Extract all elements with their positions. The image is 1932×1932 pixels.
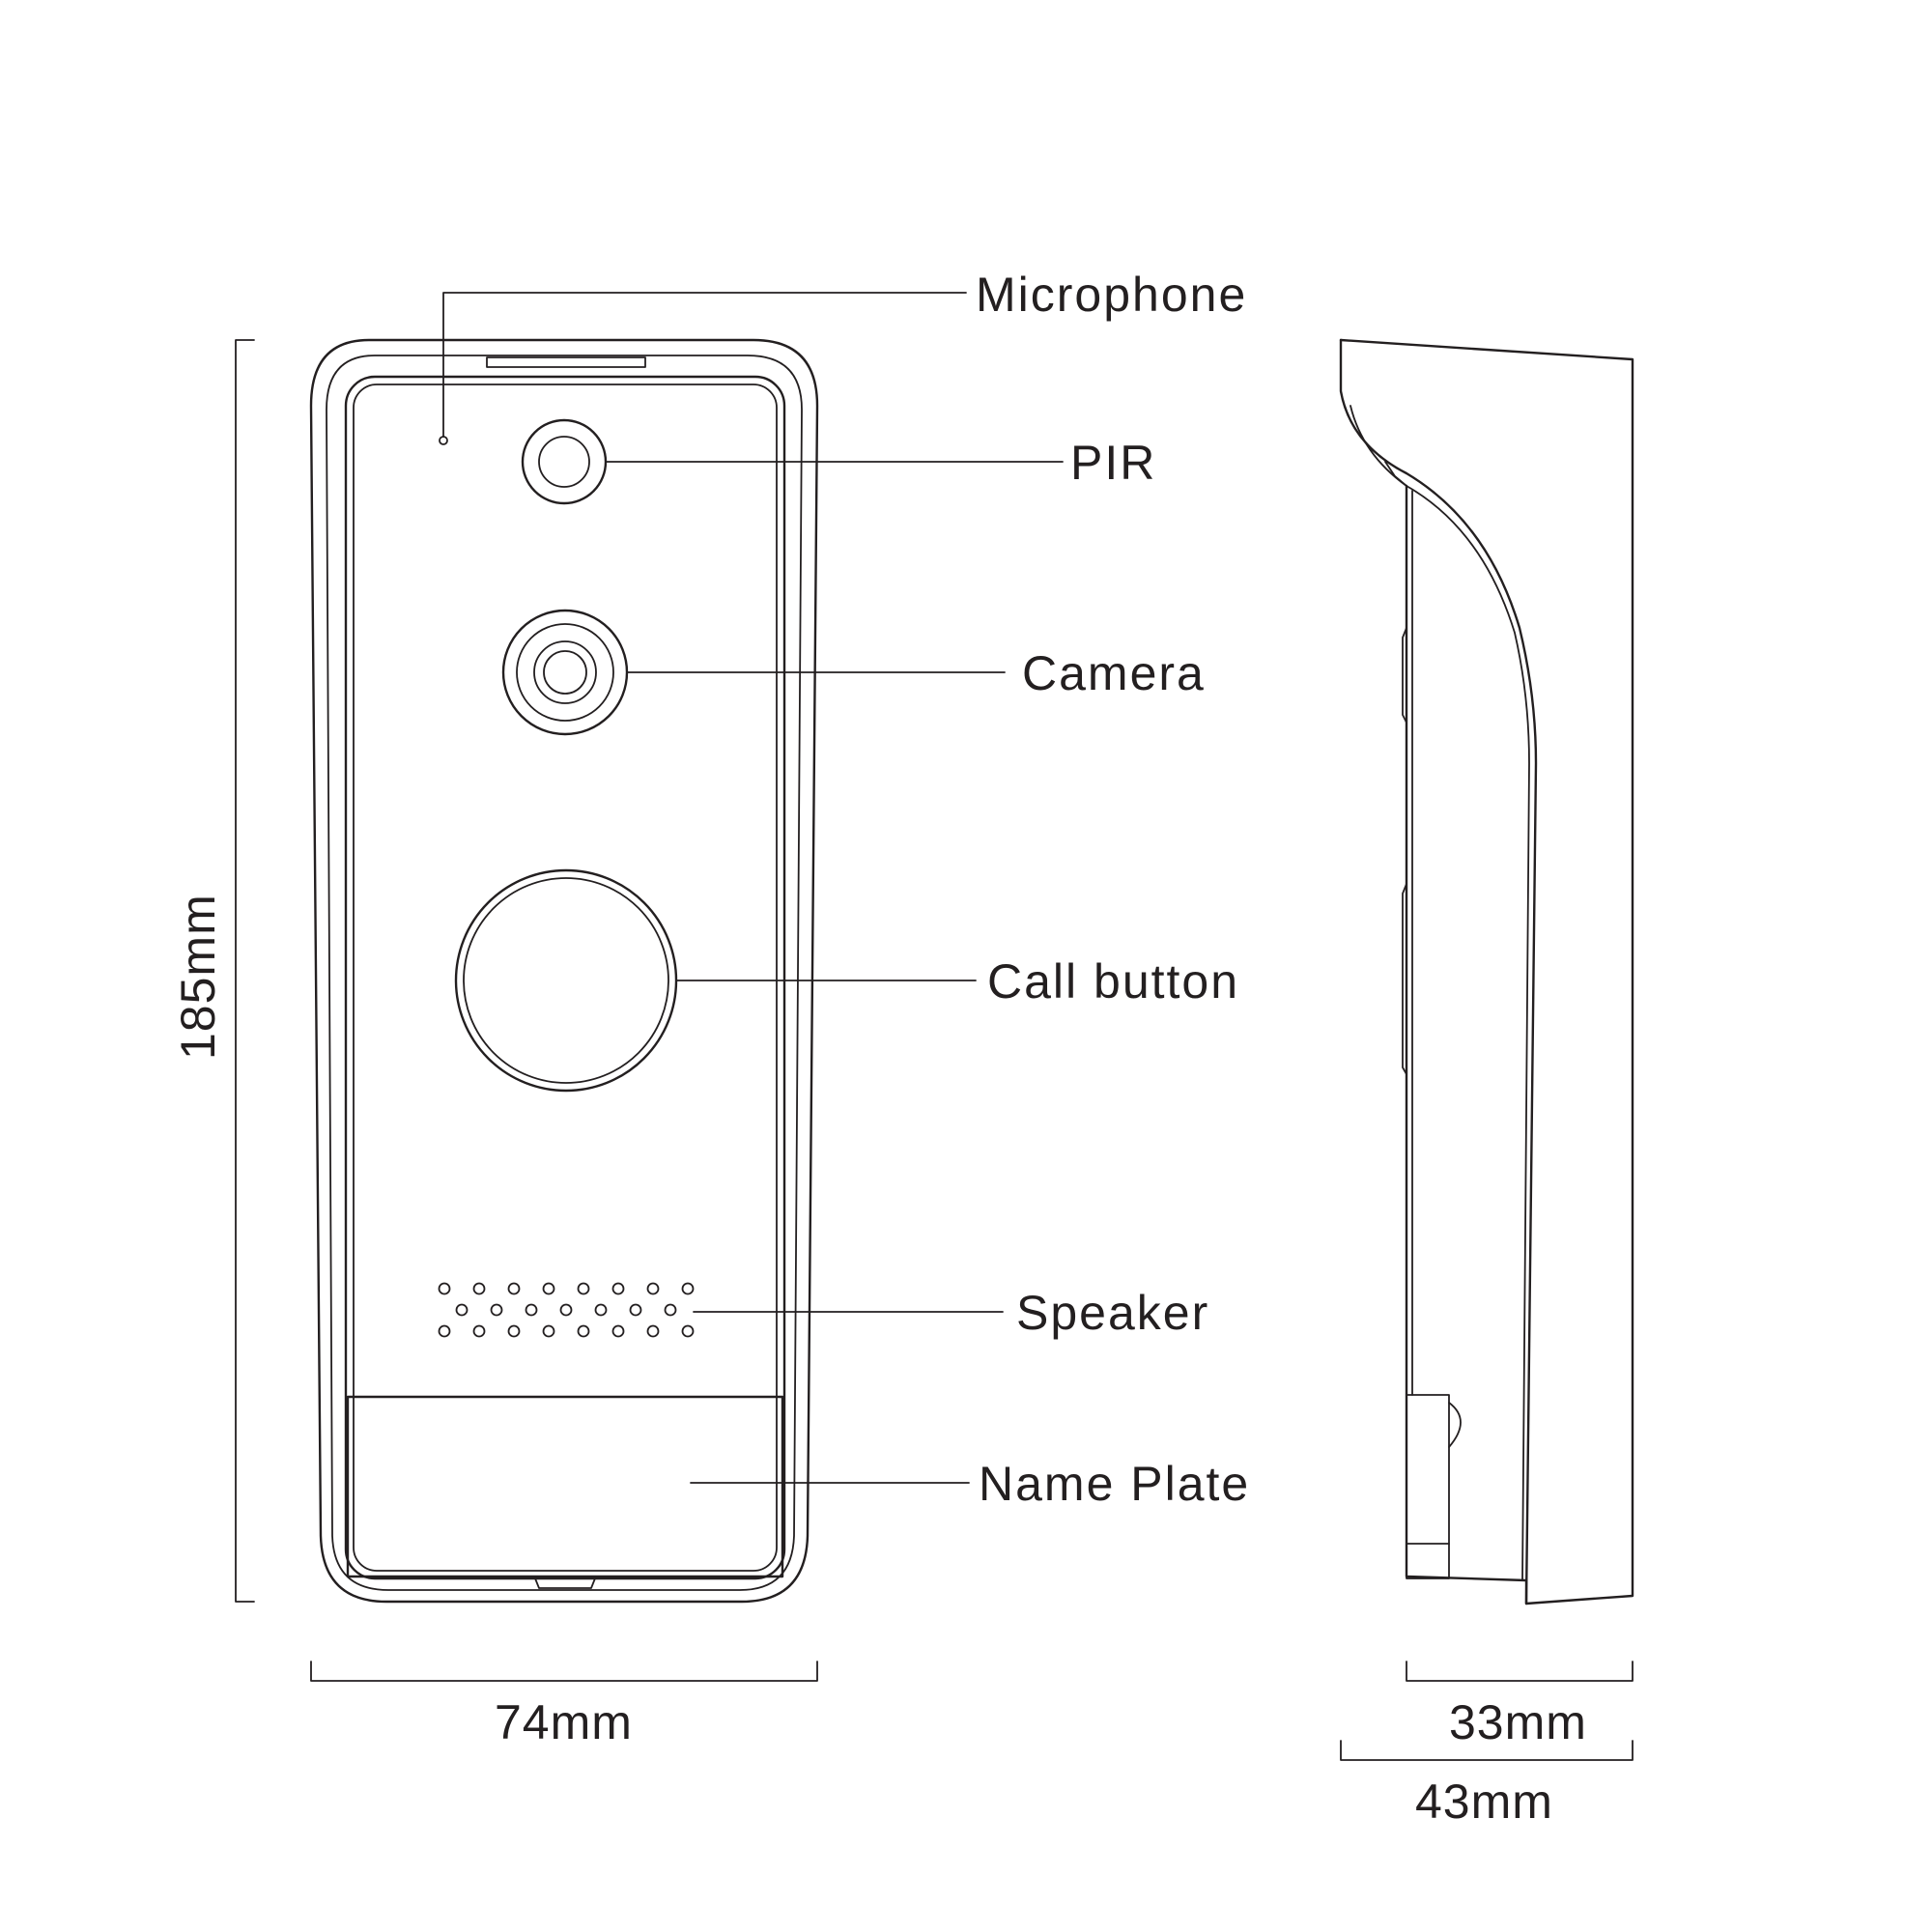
speaker-hole <box>490 1303 503 1317</box>
leader-lines <box>442 292 1064 1484</box>
body-depth-label: 33mm <box>1449 1695 1587 1749</box>
side-button-bump <box>1402 627 1407 724</box>
width-dimension-line <box>310 1661 818 1682</box>
microphone-label: Microphone <box>976 268 1247 322</box>
speaker-hole <box>611 1282 625 1295</box>
component-labels: Microphone PIR Camera Call button Speake… <box>976 268 1250 1511</box>
speaker-hole <box>611 1324 625 1338</box>
name-plate-label: Name Plate <box>979 1457 1250 1511</box>
height-label: 185mm <box>171 894 225 1060</box>
speaker-hole <box>559 1303 573 1317</box>
camera-label: Camera <box>1022 646 1206 700</box>
camera-lens <box>543 650 587 695</box>
pir-lens <box>538 436 590 488</box>
faceplate-inner <box>353 384 778 1572</box>
speaker-hole <box>438 1282 451 1295</box>
side-hood-outer <box>1339 338 1538 1605</box>
speaker-hole <box>542 1282 555 1295</box>
side-bracket-knob <box>1448 1402 1462 1448</box>
speaker-hole <box>629 1303 642 1317</box>
call-button-label: Call button <box>987 954 1239 1009</box>
bottom-clip <box>534 1577 596 1589</box>
speaker-hole <box>507 1282 521 1295</box>
speaker-hole <box>472 1324 486 1338</box>
side-call-bump <box>1402 883 1407 1075</box>
speaker-hole <box>681 1324 695 1338</box>
height-dimension: 185mm <box>171 339 255 1603</box>
call-button-inner <box>463 877 669 1084</box>
pir-label: PIR <box>1070 436 1156 490</box>
microphone-leader <box>442 292 967 438</box>
speaker-hole <box>577 1282 590 1295</box>
speaker-hole <box>507 1324 521 1338</box>
total-depth-label: 43mm <box>1415 1775 1553 1829</box>
camera-ring <box>516 623 614 722</box>
camera-outer <box>501 609 629 736</box>
speaker-hole <box>455 1303 469 1317</box>
side-view <box>1339 338 1634 1605</box>
total-depth-line <box>1340 1740 1634 1761</box>
front-view <box>309 338 819 1604</box>
name-plate <box>346 1395 784 1578</box>
speaker-hole <box>646 1282 660 1295</box>
pir-outer <box>521 418 608 505</box>
speaker-hole <box>681 1282 695 1295</box>
speaker-hole <box>438 1324 451 1338</box>
speaker-label: Speaker <box>1016 1286 1209 1340</box>
speaker-hole <box>577 1324 590 1338</box>
speaker-hole <box>646 1324 660 1338</box>
width-dimension: 74mm <box>310 1661 818 1749</box>
side-back-body <box>1339 338 1634 1605</box>
speaker-hole <box>664 1303 677 1317</box>
height-dimension-line <box>235 339 255 1603</box>
outer-housing <box>309 338 819 1604</box>
microphone-hole <box>439 436 448 445</box>
faceplate-outer <box>344 375 786 1580</box>
speaker-hole <box>594 1303 608 1317</box>
call-button-outer <box>454 868 678 1093</box>
camera-bezel <box>533 640 597 704</box>
side-bracket <box>1406 1394 1450 1579</box>
speaker-hole <box>542 1324 555 1338</box>
width-label: 74mm <box>495 1695 633 1749</box>
top-notch <box>486 356 646 368</box>
housing-inner-rim <box>326 355 803 1591</box>
body-depth-line <box>1406 1661 1634 1682</box>
side-hood-inner <box>1350 405 1530 1581</box>
speaker-hole <box>525 1303 538 1317</box>
depth-dimensions: 33mm 43mm <box>1340 1661 1634 1829</box>
speaker-hole <box>472 1282 486 1295</box>
side-hood-lip <box>1384 461 1407 487</box>
speaker-grille <box>438 1282 695 1338</box>
